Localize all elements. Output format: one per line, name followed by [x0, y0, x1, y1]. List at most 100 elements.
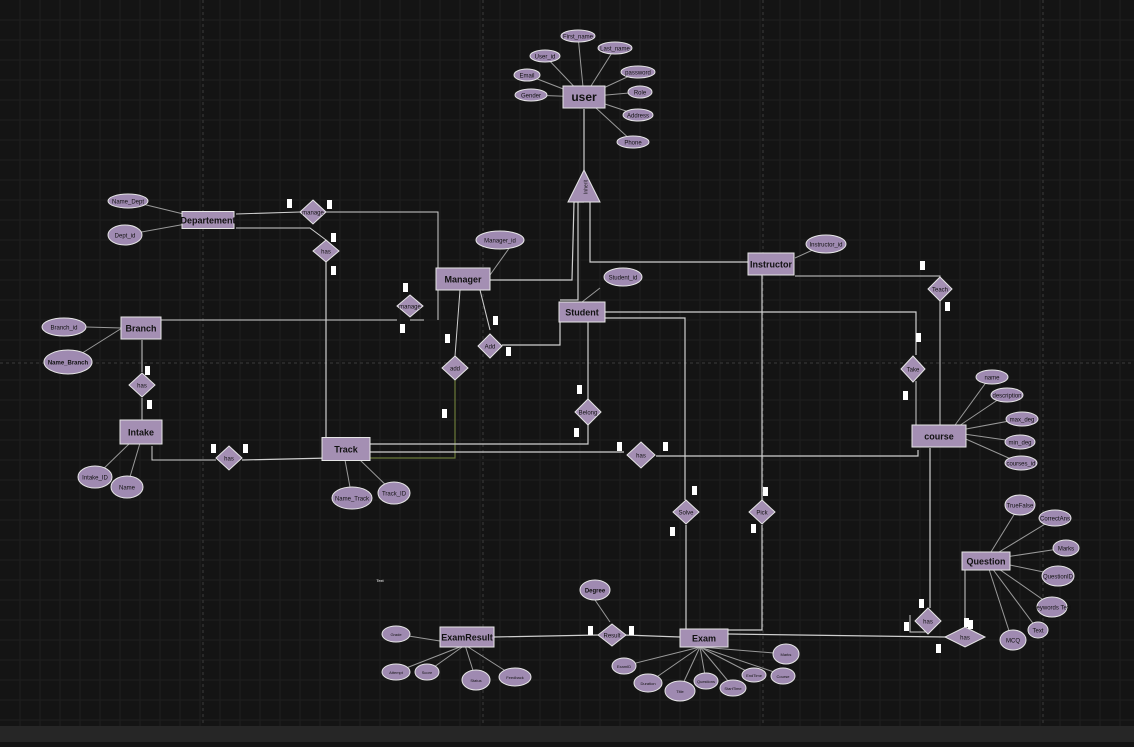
attr-exam-2[interactable]: [633, 673, 663, 693]
cardinality-marker: [903, 391, 908, 400]
relationship-add_manager[interactable]: [441, 355, 469, 381]
attr-first_name[interactable]: [560, 29, 596, 43]
cardinality-marker: [331, 266, 336, 275]
attr-course-4-label: courses_id: [1006, 462, 1035, 468]
attr-result-5[interactable]: [498, 667, 532, 687]
inheritance-triangle[interactable]: [567, 168, 601, 203]
attr-exam-3[interactable]: [664, 680, 696, 702]
connector: [623, 634, 681, 638]
attr-result-0[interactable]: [381, 625, 411, 643]
entity-instructor[interactable]: [747, 252, 795, 276]
attr-intake-name[interactable]: [110, 475, 144, 499]
attr-name-dept[interactable]: [107, 193, 149, 209]
entity-label-branch: Branch: [125, 323, 156, 333]
relationship-label-pick: Pick: [756, 511, 768, 517]
attr-email[interactable]: [513, 68, 541, 82]
attr-manager-id[interactable]: [475, 230, 525, 250]
attr-result-4[interactable]: [461, 669, 491, 691]
attr-question-6[interactable]: [999, 629, 1027, 651]
cardinality-marker: [692, 486, 697, 495]
cardinality-marker: [617, 442, 622, 451]
attr-exam-degree[interactable]: [579, 579, 611, 601]
attr-question-1[interactable]: [1038, 509, 1072, 527]
attr-intake-id[interactable]: [77, 465, 113, 489]
relationship-has_course_question[interactable]: [914, 607, 942, 635]
relationship-has_dept_track[interactable]: [312, 239, 340, 263]
attr-password[interactable]: [620, 65, 656, 79]
connector: [985, 559, 1013, 641]
attr-course-3[interactable]: [1004, 434, 1036, 450]
entity-user[interactable]: [562, 85, 606, 109]
entity-departement[interactable]: [181, 211, 235, 229]
relationship-manage_dept[interactable]: [299, 199, 327, 225]
connector: [502, 320, 561, 346]
attr-user_id[interactable]: [529, 49, 561, 63]
attr-name-branch[interactable]: [43, 349, 93, 375]
relationship-pick[interactable]: [748, 499, 776, 525]
attr-course-1-label: description: [992, 394, 1021, 400]
relationship-has_intake_track[interactable]: [215, 445, 243, 471]
entity-question[interactable]: [961, 551, 1011, 571]
cardinality-marker: [663, 442, 668, 451]
cardinality-marker: [211, 444, 216, 453]
cardinality-marker: [574, 428, 579, 437]
attr-branch-id[interactable]: [41, 317, 87, 337]
relationship-take[interactable]: [900, 355, 926, 383]
relationship-has_exam_question[interactable]: [943, 626, 987, 648]
attr-course-0[interactable]: [975, 369, 1009, 385]
entity-exam[interactable]: [679, 628, 729, 648]
cardinality-marker: [629, 626, 634, 635]
attr-address[interactable]: [622, 108, 654, 122]
attr-track-id[interactable]: [377, 481, 411, 505]
attr-phone[interactable]: [616, 135, 650, 149]
attr-course-1[interactable]: [990, 387, 1024, 403]
attr-dept-id[interactable]: [107, 224, 143, 246]
entity-course[interactable]: [911, 424, 967, 448]
attr-last_name[interactable]: [597, 41, 633, 55]
attr-course-2[interactable]: [1005, 411, 1039, 427]
relationship-teach[interactable]: [927, 276, 953, 302]
bottom-scrollbar[interactable]: [0, 726, 1134, 742]
attr-question-3[interactable]: [1041, 565, 1075, 587]
attr-question-4[interactable]: [1036, 596, 1068, 618]
relationship-solve[interactable]: [672, 499, 700, 525]
attr-exam-7[interactable]: [770, 667, 796, 685]
relationship-label-teach: Teach: [932, 288, 948, 294]
entity-branch[interactable]: [120, 316, 162, 340]
cardinality-marker: [287, 199, 292, 208]
relationship-result[interactable]: [597, 623, 627, 647]
attr-student-id[interactable]: [603, 267, 643, 287]
attr-result-3[interactable]: [414, 663, 440, 681]
attr-course-4[interactable]: [1004, 455, 1038, 471]
entity-intake[interactable]: [119, 419, 163, 445]
cardinality-marker: [904, 622, 909, 631]
cardinality-marker: [751, 524, 756, 533]
attr-result-1[interactable]: [381, 663, 411, 681]
attr-instructor-id[interactable]: [805, 234, 847, 254]
attr-name-branch-label: Name_Branch: [48, 361, 89, 367]
relationship-manage_branch[interactable]: [396, 294, 424, 318]
entity-student[interactable]: [558, 301, 606, 323]
attr-exam-1[interactable]: [611, 657, 637, 675]
attr-role[interactable]: [627, 85, 653, 99]
attr-name-track[interactable]: [331, 486, 373, 510]
attr-gender[interactable]: [514, 88, 548, 102]
attr-exam-4[interactable]: [693, 672, 719, 690]
attr-exam-8[interactable]: [772, 643, 800, 665]
attr-question-0[interactable]: [1004, 494, 1036, 516]
attr-question-2[interactable]: [1052, 539, 1080, 557]
entity-exam_result[interactable]: [439, 626, 495, 648]
relationship-add_student[interactable]: [477, 333, 503, 359]
entity-manager[interactable]: [435, 267, 491, 291]
connector: [985, 559, 1039, 631]
relationship-has_track_course[interactable]: [626, 441, 656, 469]
attr-exam-6[interactable]: [741, 667, 767, 683]
relationship-belong[interactable]: [574, 398, 602, 426]
attr-exam-5[interactable]: [719, 679, 747, 697]
attr-student-id-label: Student_id: [609, 276, 638, 282]
text-note: Text: [376, 578, 384, 583]
entity-track[interactable]: [321, 437, 371, 461]
attr-question-5[interactable]: [1027, 621, 1049, 639]
attr-exam-4-label: Questions: [697, 679, 715, 684]
relationship-has_branch_intake[interactable]: [128, 372, 156, 398]
